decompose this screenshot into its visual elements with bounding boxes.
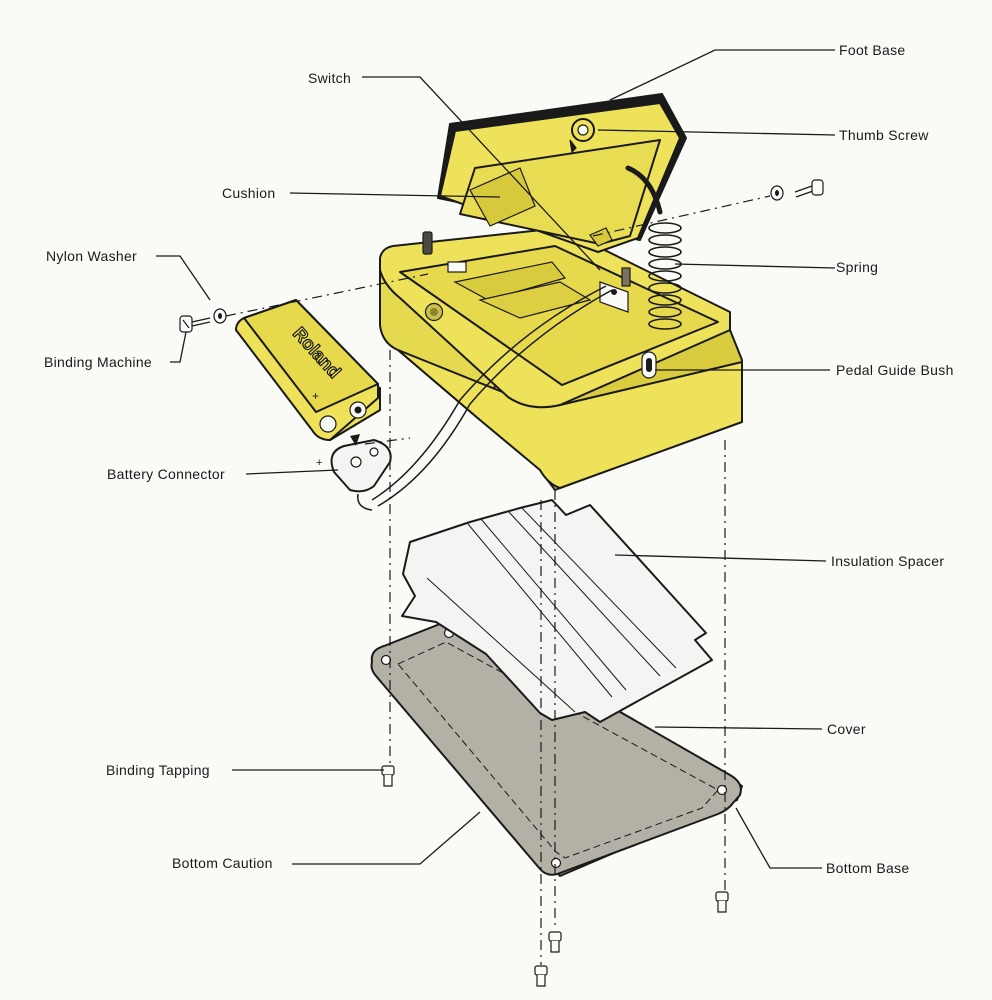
binding-tapping-screw-left <box>381 765 395 787</box>
label-pedal-guide-bush: Pedal Guide Bush <box>836 362 954 378</box>
label-binding-tapping: Binding Tapping <box>106 762 210 778</box>
label-cushion: Cushion <box>222 185 275 201</box>
right-washer <box>770 185 784 201</box>
hinge-pin <box>422 231 433 255</box>
binding-tapping-screw-right <box>715 891 729 913</box>
label-battery-connector: Battery Connector <box>107 466 225 482</box>
assembly-center-lines <box>225 195 771 965</box>
spring-hook <box>625 165 663 215</box>
battery-9v: Roland + <box>235 299 381 441</box>
label-bottom-base: Bottom Base <box>826 860 909 876</box>
battery-plus-mark: + <box>312 389 319 403</box>
switch-part <box>599 267 631 313</box>
label-binding-machine: Binding Machine <box>44 354 152 370</box>
thumb-screw <box>569 118 595 154</box>
binding-machine-screw <box>179 315 211 333</box>
pedal-housing <box>379 227 743 491</box>
label-cover: Cover <box>827 721 866 737</box>
leader-lines <box>156 49 836 869</box>
label-spring: Spring <box>836 259 878 275</box>
svg-text:+: + <box>316 457 322 469</box>
label-switch: Switch <box>308 70 351 86</box>
label-foot-base: Foot Base <box>839 42 906 58</box>
binding-tapping-screw-front <box>534 965 548 987</box>
label-insulation-spacer: Insulation Spacer <box>831 553 944 569</box>
label-thumb-screw: Thumb Screw <box>839 127 929 143</box>
right-binding-screw <box>794 179 824 198</box>
nylon-washer <box>213 308 227 324</box>
binding-tapping-screw-mid <box>548 931 562 953</box>
label-bottom-caution: Bottom Caution <box>172 855 273 871</box>
battery-connector: + <box>316 285 613 511</box>
foot-base <box>437 93 687 273</box>
label-nylon-washer: Nylon Washer <box>46 248 137 264</box>
